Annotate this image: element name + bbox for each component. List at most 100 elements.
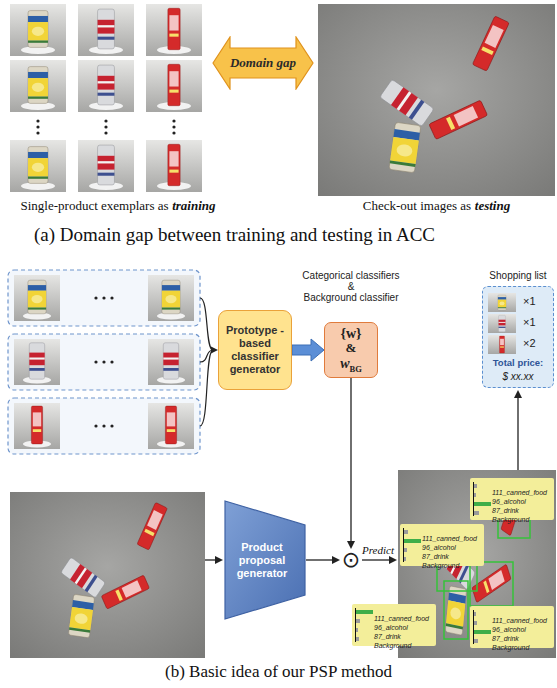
class-label: 87_drink xyxy=(492,634,519,643)
vertical-ellipsis xyxy=(36,131,39,134)
score-bar xyxy=(404,548,407,552)
heading-text: Categorical classifiers xyxy=(285,270,417,281)
class-label: 96_alcohol xyxy=(492,497,526,506)
subfigure-caption: (b) Basic idea of our PSP method xyxy=(0,662,557,682)
score-row: Background xyxy=(400,554,484,563)
exemplar-group-box xyxy=(110,424,113,427)
vertical-ellipsis xyxy=(172,125,175,128)
score-row: 96_alcohol xyxy=(470,490,554,499)
score-bar xyxy=(404,557,406,561)
caption-text: Single-product exemplars as xyxy=(21,198,169,213)
score-bar-top xyxy=(404,539,421,543)
score-row: 87_drink xyxy=(400,545,484,554)
quantity: ×1 xyxy=(523,316,536,329)
exemplar-thumbnails xyxy=(168,64,180,105)
classifier-symbol: & xyxy=(346,341,357,355)
exemplar-group-box xyxy=(29,343,44,379)
vertical-ellipsis xyxy=(104,131,107,134)
quantity: ×2 xyxy=(523,337,536,350)
class-label: 87_drink xyxy=(374,632,401,641)
class-label: Background xyxy=(374,641,411,650)
exemplar-thumbnails xyxy=(78,4,134,56)
subfigure-caption: (a) Domain gap between training and test… xyxy=(34,224,435,246)
score-bar xyxy=(474,612,476,616)
exemplar-thumbnails xyxy=(10,4,66,56)
exemplar-group-box xyxy=(110,296,113,299)
classifier-symbol: w xyxy=(340,356,349,371)
score-row: 96_alcohol xyxy=(470,618,554,627)
score-row: Background xyxy=(352,634,436,643)
result-photo xyxy=(470,562,513,606)
exemplar-group-box xyxy=(8,270,200,454)
list-heading: Shopping list xyxy=(476,270,557,282)
double-arrow-shape xyxy=(213,37,313,89)
caption-text: Check-out images as xyxy=(363,198,471,213)
score-row: 111_canned_food xyxy=(352,607,436,616)
predict-arrow xyxy=(389,556,397,564)
node-dgap: Domain gap xyxy=(212,36,314,90)
connector xyxy=(347,378,355,549)
operator-symbol: ⊙ xyxy=(342,549,360,571)
block-arrow xyxy=(292,339,324,361)
exemplar-group-box xyxy=(8,334,200,390)
class-label: 111_canned_food xyxy=(492,616,547,625)
trapezoid-shape xyxy=(225,501,305,619)
exemplar-group-box xyxy=(102,424,105,427)
total-label: Total price: xyxy=(483,357,553,369)
score-row: 111_canned_food xyxy=(400,527,484,536)
score-row: Background xyxy=(470,508,554,517)
exemplar-group-box xyxy=(14,339,60,385)
quantity: ×1 xyxy=(523,295,536,308)
score-bar-top xyxy=(474,630,491,634)
list-arrow xyxy=(396,396,518,470)
vertical-ellipsis xyxy=(104,119,107,122)
product-icons xyxy=(488,293,518,357)
process-label: Product proposal generator xyxy=(230,541,294,580)
exemplar-thumbnails xyxy=(168,8,180,49)
class-label: 111_canned_food xyxy=(374,614,429,623)
class-label: 87_drink xyxy=(492,506,519,515)
vertical-ellipsis xyxy=(36,125,39,128)
arrowhead xyxy=(347,541,355,549)
node-panel: 111_canned_food96_alcohol 87_drinkBackgro… xyxy=(352,604,436,646)
exemplar-thumbnails xyxy=(168,144,180,185)
exemplar-group-box xyxy=(94,296,97,299)
exemplar-thumbnails xyxy=(10,140,66,192)
product-icon xyxy=(499,336,504,353)
node-panel: 111_canned_food96_alcohol87_drinkBackgro… xyxy=(470,478,554,520)
score-bar xyxy=(474,639,478,643)
exemplar-group-box xyxy=(148,403,194,449)
product-icon xyxy=(499,315,506,331)
connector xyxy=(292,339,324,361)
exemplar-group-box xyxy=(8,398,200,454)
exemplar-thumbnails xyxy=(146,140,202,192)
score-row: 111_canned_food xyxy=(470,481,554,490)
exemplar-group-box xyxy=(148,275,194,321)
score-bar xyxy=(356,637,359,641)
merge-lines xyxy=(200,350,213,426)
exemplar-group-box xyxy=(94,424,97,427)
caption-line: Check-out images astesting xyxy=(318,198,555,214)
input-arrow xyxy=(205,556,223,564)
class-label: 111_canned_food xyxy=(422,534,477,543)
classifier-heading: Categorical classifiers&Background class… xyxy=(285,270,417,303)
exemplar-thumbnails xyxy=(10,60,66,112)
exemplar-group-box xyxy=(110,360,113,363)
exemplar-group-box xyxy=(8,270,200,326)
exemplar-group-box xyxy=(148,339,194,385)
trapezoid-text-area: Product proposal generator xyxy=(230,500,294,620)
score-row: 96_alcohol xyxy=(352,616,436,625)
exemplar-thumbnails xyxy=(78,140,134,192)
merge-lines xyxy=(211,347,218,354)
connector xyxy=(306,556,340,564)
checkout-photo xyxy=(318,4,555,196)
product-icon xyxy=(498,295,506,310)
exemplar-thumbnails xyxy=(98,65,115,105)
node-panel: 111_canned_food96_alcohol87_drinkBackgro… xyxy=(400,524,484,566)
checkout-photo xyxy=(10,492,205,658)
classifier-symbol: {w} xyxy=(340,326,361,341)
class-label: 111_canned_food xyxy=(492,488,547,497)
score-bar xyxy=(356,628,358,632)
exemplar-group-box xyxy=(163,343,178,379)
